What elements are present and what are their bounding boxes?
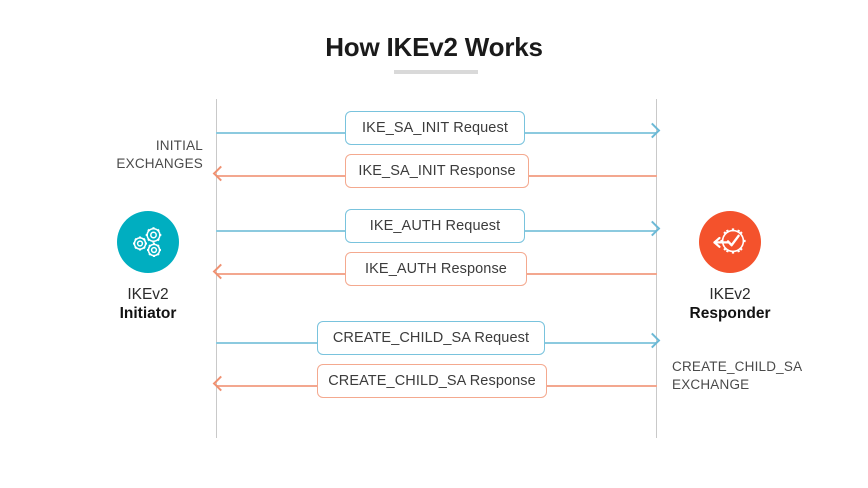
group-label-childsa-line-1: CREATE_CHILD_SA [672,359,803,374]
message-label-box[interactable]: IKE_AUTH Response [345,252,527,286]
message-row-create-child-sa-response: CREATE_CHILD_SA Response [212,364,657,408]
responder-role: Responder [689,305,771,322]
group-label-create-child-sa-exchange: CREATE_CHILD_SA EXCHANGE [672,358,852,394]
arrowhead-left-icon [212,165,229,182]
gear-check-arrow-icon [713,228,746,254]
responder-icon-circle [699,211,761,273]
initiator-name: IKEv2 [127,286,169,303]
title-underline-rule [394,70,478,74]
message-label-box[interactable]: IKE_SA_INIT Request [345,111,525,145]
arrowhead-right-icon [644,332,661,349]
group-label-initial-exchanges: INITIAL EXCHANGES [43,137,203,173]
actor-responder[interactable]: IKEv2 Responder [650,211,810,324]
arrowhead-right-icon [644,122,661,139]
lifeline-responder [656,99,657,438]
initiator-icon-circle [117,211,179,273]
message-row-ike-sa-init-request: IKE_SA_INIT Request [216,111,661,155]
gears-icon [133,227,162,257]
message-row-create-child-sa-request: CREATE_CHILD_SA Request [216,321,661,365]
message-row-ike-sa-init-response: IKE_SA_INIT Response [212,154,657,198]
lifeline-initiator [216,99,217,438]
message-label-box[interactable]: IKE_AUTH Request [345,209,525,243]
message-row-ike-auth-request: IKE_AUTH Request [216,209,661,253]
group-label-initial-line-2: EXCHANGES [116,156,203,171]
arrowhead-left-icon [212,375,229,392]
message-label-box[interactable]: IKE_SA_INIT Response [345,154,529,188]
responder-name: IKEv2 [709,286,751,303]
message-label-box[interactable]: CREATE_CHILD_SA Request [317,321,545,355]
message-row-ike-auth-response: IKE_AUTH Response [212,252,657,296]
group-label-initial-line-1: INITIAL [155,138,203,153]
page-title: How IKEv2 Works [325,32,543,62]
group-label-childsa-line-2: EXCHANGE [672,377,750,392]
initiator-role: Initiator [119,305,177,322]
message-label-box[interactable]: CREATE_CHILD_SA Response [317,364,547,398]
actor-initiator[interactable]: IKEv2 Initiator [68,211,228,324]
